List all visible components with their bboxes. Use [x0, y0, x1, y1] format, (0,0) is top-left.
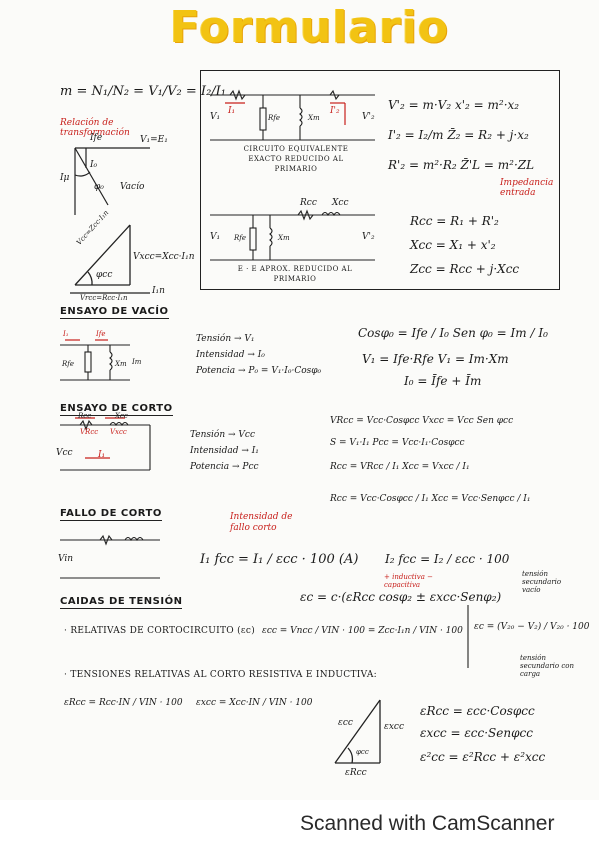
page-title: Formulario — [170, 2, 450, 53]
c2-rfe: Rfe — [234, 234, 247, 242]
xcc-formula: Xcc = X₁ + x'₂ — [410, 238, 496, 252]
vacio-i0: I₀ = Īfe + Īm — [404, 374, 482, 388]
ec2-formula: εc = (V₂₀ − V₂) / V₂₀ · 100 — [474, 622, 590, 632]
i0-label: I₀ — [90, 160, 98, 170]
note-carga: tensión secundario con carga — [520, 654, 574, 678]
phi0-label: φ₀ — [94, 182, 104, 192]
corto-f2: S = V₁·I₁ Pcc = Vcc·I₁·Cosφcc — [330, 438, 465, 448]
vacio-i1: I₁ — [63, 330, 69, 338]
tension-label: · TENSIONES RELATIVAS AL CORTO RESISTIVA… — [64, 670, 377, 680]
vacio-phasor-diagram — [74, 147, 150, 215]
impedance-triangle — [70, 224, 150, 294]
zcc-formula: Zcc = Rcc + j·Xcc — [410, 262, 520, 276]
vacio-row-2: Intensidad → I₀ — [196, 350, 265, 360]
c1-v1: V₁ — [210, 112, 221, 122]
c1-xm: Xm — [308, 114, 320, 122]
corto-xcc: Xcc — [115, 412, 128, 420]
v1-label: V₁=E₁ — [140, 135, 168, 145]
final-1: εRcc = εcc·Cosφcc — [420, 704, 535, 718]
fallo-circuit — [60, 534, 160, 579]
relativas-label: · RELATIVAS DE CORTOCIRCUITO (εc) — [64, 626, 256, 636]
tri-hyp: εcc — [338, 718, 353, 728]
corto-f3: Rcc = VRcc / I₁ Xcc = Vxcc / I₁ — [330, 462, 470, 472]
iu-label: Iμ — [60, 173, 70, 183]
transformation-ratio: m = N₁/N₂ = V₁/V₂ = I₂/I₁ — [60, 84, 227, 99]
fallo-f2: I₂ fcc = I₂ / εcc · 100 — [385, 552, 510, 566]
circuit1-caption: CIRCUITO EQUIVALENTE EXACTO REDUCIDO AL … — [243, 145, 349, 173]
note-vacio: tensión secundario vacío — [522, 570, 562, 594]
c1-v2: V'₂ — [362, 112, 375, 122]
c1-i1: I₁ — [228, 106, 236, 116]
c2-v1: V₁ — [210, 232, 221, 242]
fallo-note: Intensidad de fallo corto — [230, 512, 293, 533]
erc-formula: εRcc = Rcc·IN / VIN · 100 — [64, 698, 183, 708]
vacio-row-1: Tensión → V₁ — [196, 334, 255, 344]
corto-row-1: Tensión → Vcc — [190, 430, 255, 440]
corto-row-2: Intensidad → I₁ — [190, 446, 259, 456]
vacio-heading: ENSAYO DE VACÍO — [60, 306, 169, 319]
tri-base: εRcc — [345, 768, 367, 778]
exc-formula: εxcc = Xcc·IN / VIN · 100 — [196, 698, 313, 708]
c1-rfe: Rfe — [268, 114, 281, 122]
fallo-vin: Vin — [58, 554, 74, 564]
corto-vxcc: Vxcc — [110, 428, 127, 436]
vacio-label: Vacío — [120, 182, 145, 192]
c2-xcc: Xcc — [332, 198, 349, 208]
approx-circuit — [210, 209, 375, 261]
corto-vrcc: VRcc — [80, 428, 99, 436]
vacio-row-3: Potencia → P₀ = V₁·I₀·Cosφ₀ — [196, 366, 322, 376]
scanner-watermark: Scanned with CamScanner — [300, 812, 555, 835]
c1-i2: I'₂ — [330, 106, 340, 116]
vacio-v1: V₁ = Ife·Rfe V₁ = Im·Xm — [362, 352, 509, 366]
exact-circuit — [210, 89, 375, 141]
corto-heading: ENSAYO DE CORTO — [60, 403, 173, 416]
inductiva-note: + inductiva − capacitiva — [384, 573, 434, 589]
final-3: ε²cc = ε²Rcc + ε²xcc — [420, 750, 546, 764]
error-triangle — [334, 699, 381, 764]
caidas-heading: CAIDAS DE TENSIÓN — [60, 596, 183, 609]
tri-vert: εxcc — [384, 722, 404, 732]
relativas-formula: εcc = Vncc / VIN · 100 = Zcc·I₁n / VIN ·… — [262, 626, 463, 636]
c2-xm: Xm — [278, 234, 290, 242]
final-2: εxcc = εcc·Senφcc — [420, 726, 533, 740]
box-formula-3: R'₂ = m²·R₂ Z̄'L = m²·ZL — [388, 158, 535, 172]
corto-circuit — [60, 419, 151, 471]
c2-rcc: Rcc — [300, 198, 317, 208]
corto-f1: VRcc = Vcc·Cosφcc Vxcc = Vcc Sen φcc — [330, 416, 514, 426]
base-label: Vrcc=Rcc·I₁n — [80, 294, 128, 302]
corto-rcc: Rcc — [78, 412, 92, 420]
fallo-heading: FALLO DE CORTO — [60, 508, 162, 521]
vacio-im: Im — [132, 358, 142, 366]
vacio-cos: Cosφ₀ = Ife / I₀ Sen φ₀ = Im / I₀ — [358, 326, 548, 340]
c2-v2: V'₂ — [362, 232, 375, 242]
tri-ang: φcc — [356, 748, 369, 756]
vacio-ife: Ife — [96, 330, 106, 338]
box-formula-1: V'₂ = m·V₂ x'₂ = m²·x₂ — [388, 98, 520, 112]
impedance-note: Impedancia entrada — [500, 178, 554, 198]
corto-vcc: Vcc — [56, 448, 73, 458]
vert-label: Vxcc=Xcc·I₁n — [133, 252, 195, 262]
ec-formula: εc = c·(εRcc cosφ₂ ± εxcc·Senφ₂) — [300, 590, 502, 604]
box-formula-2: I'₂ = I₂/m Z̄₂ = R₂ + j·x₂ — [388, 128, 529, 142]
ife-label: Ife — [90, 133, 103, 143]
phicc-label: φcc — [96, 270, 113, 280]
i1n-label: I₁n — [152, 286, 165, 296]
equivalent-circuit-box — [200, 70, 560, 290]
vacio-circuit — [60, 344, 130, 381]
vacio-rfe: Rfe — [62, 360, 75, 368]
circuit2-caption: E · E APROX. REDUCIDO AL PRIMARIO — [237, 265, 353, 283]
corto-i1: I₁ — [98, 450, 106, 460]
vacio-xm: Xm — [115, 360, 127, 368]
corto-f4: Rcc = Vcc·Cosφcc / I₁ Xcc = Vcc·Senφcc /… — [330, 494, 531, 504]
corto-row-3: Potencia → Pcc — [190, 462, 259, 472]
rcc-formula: Rcc = R₁ + R'₂ — [410, 214, 499, 228]
fallo-f1: I₁ fcc = I₁ / εcc · 100 (A) — [200, 552, 359, 567]
ratio-note: Relación de transformación — [60, 118, 130, 138]
